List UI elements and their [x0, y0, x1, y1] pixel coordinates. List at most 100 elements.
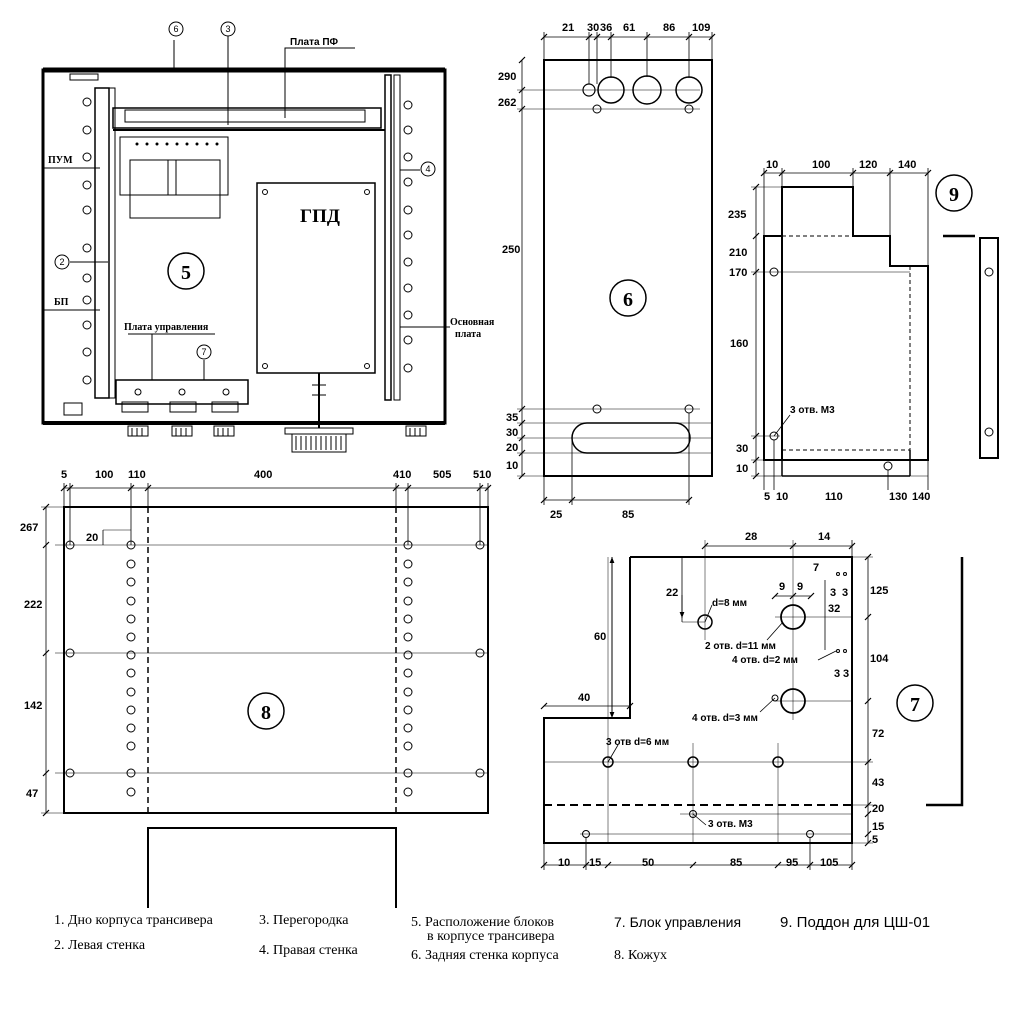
pallet-dim-100: 100 [812, 159, 830, 171]
cover-number-circle [247, 692, 285, 730]
chassis-callout-circles [54, 21, 436, 360]
cu-dim-9b: 9 [797, 581, 803, 593]
callout-4: 4 [425, 164, 430, 174]
rear-wall-ticks [518, 33, 716, 504]
rear-dim-35: 35 [506, 412, 518, 424]
rear-dim-109: 109 [692, 22, 710, 34]
rear-dim-85: 85 [622, 509, 634, 521]
cu-dim-7: 7 [813, 562, 819, 574]
cover-dim-510: 510 [473, 469, 491, 481]
pallet-dim-10b: 10 [736, 463, 748, 475]
cu-dim-14: 14 [818, 531, 831, 543]
chassis-connector-ribs [131, 428, 421, 436]
rear-wall-number: 6 [623, 289, 633, 311]
pallet-dim-160: 160 [730, 338, 748, 350]
chassis-right-holes [403, 100, 413, 373]
cover-ticks [42, 484, 492, 817]
pum-label: ПУМ [48, 155, 73, 166]
cu-dim-28: 28 [745, 531, 757, 543]
cover-dim-110: 110 [128, 469, 146, 481]
cu-dim-95: 95 [786, 857, 798, 869]
main-board-label-2: плата [455, 329, 481, 340]
pallet-dim-10: 10 [766, 159, 778, 171]
control-unit-drawing [543, 540, 964, 870]
rear-dim-21: 21 [562, 22, 574, 34]
cu-dim-3d: 3 [843, 668, 849, 680]
callout-3: 3 [225, 24, 230, 34]
cu-dim-85: 85 [730, 857, 742, 869]
cu-dim-3a: 3 [830, 587, 836, 599]
pallet-dim-170: 170 [729, 267, 747, 279]
cover-dim-142: 142 [24, 700, 42, 712]
gpd-mount-holes [134, 189, 370, 396]
pallet-dim-10c: 10 [776, 491, 788, 503]
chassis-left-holes [82, 97, 92, 385]
callout-2: 2 [59, 257, 64, 267]
control-board-label: Плата управления [124, 322, 209, 333]
cu-dim-50: 50 [642, 857, 654, 869]
cu-dim-32: 32 [828, 603, 840, 615]
rear-dim-86: 86 [663, 22, 675, 34]
callout-6: 6 [173, 24, 178, 34]
pallet-holes-note: 3 отв. М3 [790, 405, 835, 416]
rear-dim-30: 30 [587, 22, 599, 34]
pallet-dim-5: 5 [764, 491, 770, 503]
cover-dim-5: 5 [61, 469, 67, 481]
cover-dim-47: 47 [26, 788, 38, 800]
cu-dim-22: 22 [666, 587, 678, 599]
pallet-dim-140: 140 [898, 159, 916, 171]
cu-dim-10: 10 [558, 857, 570, 869]
transformer-pins [135, 142, 219, 146]
pallet-dim-120: 120 [859, 159, 877, 171]
pf-board-label: Плата ПФ [290, 37, 339, 48]
control-unit-ticks [540, 542, 872, 869]
cover-dim-505: 505 [433, 469, 451, 481]
cu-dim-5: 5 [872, 834, 878, 846]
cover-dim-100: 100 [95, 469, 113, 481]
section-5-number: 5 [181, 262, 191, 284]
control-unit-number: 7 [910, 694, 920, 716]
callout-7: 7 [201, 347, 206, 357]
chassis-assembly [41, 36, 450, 453]
cover-holes [65, 540, 485, 797]
cu-note-d11: 2 отв. d=11 мм [705, 641, 776, 652]
pallet-dim-210: 210 [729, 247, 747, 259]
cu-dim-15b: 15 [589, 857, 601, 869]
rear-dim-290: 290 [498, 71, 516, 83]
cu-note-d2: 4 отв. d=2 мм [732, 655, 798, 666]
cu-dim-125: 125 [870, 585, 888, 597]
cu-dim-20: 20 [872, 803, 884, 815]
rear-wall-drawing [517, 32, 713, 505]
pallet-dim-130: 130 [889, 491, 907, 503]
cu-dim-72: 72 [872, 728, 884, 740]
pallet-drawing [751, 168, 999, 490]
main-board-label-1: Основная [450, 317, 495, 328]
control-unit-number-circle [896, 684, 934, 722]
cu-dim-40: 40 [578, 692, 590, 704]
tuning-knob [295, 436, 342, 450]
cu-dim-104: 104 [870, 653, 889, 665]
rear-dim-30b: 30 [506, 427, 518, 439]
cover-number: 8 [261, 702, 271, 724]
cu-note-m3: 3 отв. М3 [708, 819, 753, 830]
cover-dim-222: 222 [24, 599, 42, 611]
cu-dim-3b: 3 [842, 587, 848, 599]
cover-dim-400: 400 [254, 469, 272, 481]
rear-dim-25: 25 [550, 509, 562, 521]
cover-drawing [41, 483, 489, 908]
cu-dim-60: 60 [594, 631, 606, 643]
cover-dim-20: 20 [86, 532, 98, 544]
rear-dim-36: 36 [600, 22, 612, 34]
pallet-number-circle [935, 174, 973, 212]
cu-dim-43: 43 [872, 777, 884, 789]
pallet-number: 9 [949, 184, 959, 206]
rear-dim-61: 61 [623, 22, 635, 34]
rear-dim-262: 262 [498, 97, 516, 109]
cu-note-d8: d=8 мм [712, 598, 747, 609]
pallet-dim-30: 30 [736, 443, 748, 455]
bp-label: БП [54, 297, 69, 308]
pallet-ticks [752, 169, 932, 480]
gpd-label: ГПД [300, 206, 340, 227]
cu-dim-15: 15 [872, 821, 884, 833]
